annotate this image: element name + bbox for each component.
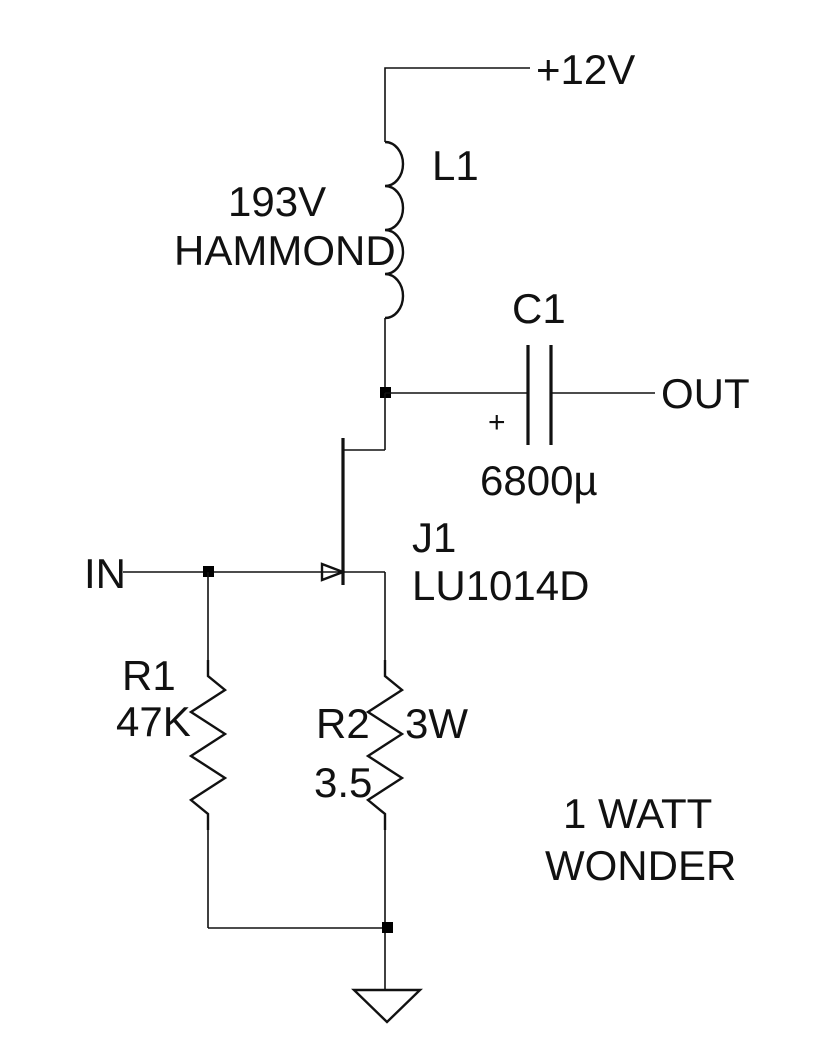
resistor-r2 [365,603,405,990]
gate-arrow [320,562,347,582]
capacitor-value: 6800µ [480,457,598,504]
r1-ref: R1 [122,652,176,699]
resistor-r1 [188,572,388,929]
output-label: OUT [661,370,750,417]
jfet-part: LU1014D [412,562,589,609]
input-label: IN [84,550,126,597]
inductor-ref: L1 [432,142,479,189]
jfet-j1 [341,393,386,603]
capacitor-ref: C1 [512,285,566,332]
ground-symbol [351,988,423,1024]
title-line1: 1 WATT [563,790,712,837]
r2-ref: R2 [316,700,370,747]
r1-value: 47K [116,698,191,745]
junction-gate [203,566,214,577]
junction-ground [382,922,393,933]
inductor-l1 [384,130,405,393]
supply-label: +12V [536,46,635,93]
capacitor-c1 [385,345,655,445]
r2-rating: 3W [405,700,468,747]
supply-wire [384,67,530,130]
title-line2: WONDER [545,842,736,889]
inductor-note-line1: 193V [228,178,326,225]
input-wire [123,562,347,582]
capacitor-polarity: + [488,406,506,439]
r2-value: 3.5 [314,759,372,806]
jfet-ref: J1 [412,514,456,561]
inductor-note-line2: HAMMOND [174,227,396,274]
